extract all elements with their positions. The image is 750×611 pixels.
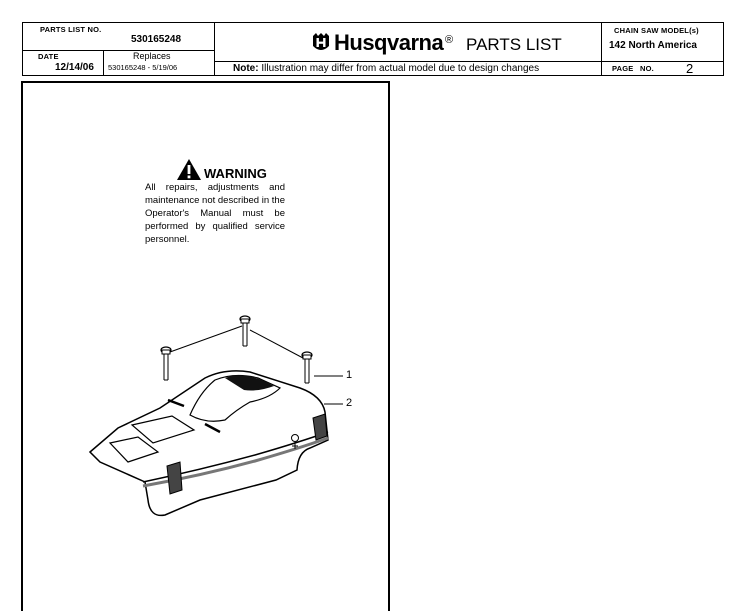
brand-registered-mark: ® bbox=[445, 34, 454, 46]
warning-triangle-icon bbox=[177, 159, 201, 180]
document-title: PARTS LIST bbox=[466, 35, 562, 54]
header-divider bbox=[601, 23, 602, 76]
warning-text: All repairs, adjustments and maintenance… bbox=[145, 182, 285, 245]
warning-title: WARNING bbox=[204, 166, 267, 181]
header-block bbox=[22, 22, 724, 76]
replaces-label: Replaces bbox=[133, 51, 171, 61]
assembly-leader-line bbox=[249, 329, 304, 359]
brand-name: Husqvarna bbox=[334, 30, 444, 55]
header-divider bbox=[214, 61, 601, 62]
callout-number-1: 1 bbox=[346, 369, 353, 381]
page-number: 2 bbox=[686, 61, 694, 76]
parts-list-no: 530165248 bbox=[131, 34, 182, 45]
screw-left bbox=[160, 346, 172, 381]
screw-middle bbox=[239, 315, 251, 347]
model-label: CHAIN SAW MODEL(s) bbox=[614, 26, 699, 35]
parts-list-no-label: PARTS LIST NO. bbox=[40, 25, 102, 34]
header-divider bbox=[23, 50, 214, 51]
note-prefix: Note: bbox=[233, 63, 259, 74]
page-label: PAGE bbox=[612, 64, 634, 73]
header-divider bbox=[103, 50, 104, 76]
replaces-value: 530165248 - 5/19/06 bbox=[108, 63, 178, 72]
callout-number-2: 2 bbox=[346, 397, 353, 409]
screw-right bbox=[301, 351, 313, 384]
cylinder-cover-drawing bbox=[88, 315, 343, 517]
note-text: Illustration may differ from actual mode… bbox=[261, 63, 540, 74]
illustration-frame bbox=[21, 81, 390, 611]
date-value: 12/14/06 bbox=[55, 62, 94, 73]
assembly-leader-line bbox=[169, 325, 243, 353]
header-divider bbox=[214, 23, 215, 76]
husqvarna-crown-icon bbox=[313, 33, 329, 50]
header-divider bbox=[601, 61, 724, 62]
date-label: DATE bbox=[38, 52, 59, 61]
page-no-label: NO. bbox=[640, 64, 654, 73]
model-value: 142 North America bbox=[609, 40, 697, 51]
cylinder-cover bbox=[88, 370, 329, 517]
illustration-note: Note: Illustration may differ from actua… bbox=[233, 63, 539, 74]
